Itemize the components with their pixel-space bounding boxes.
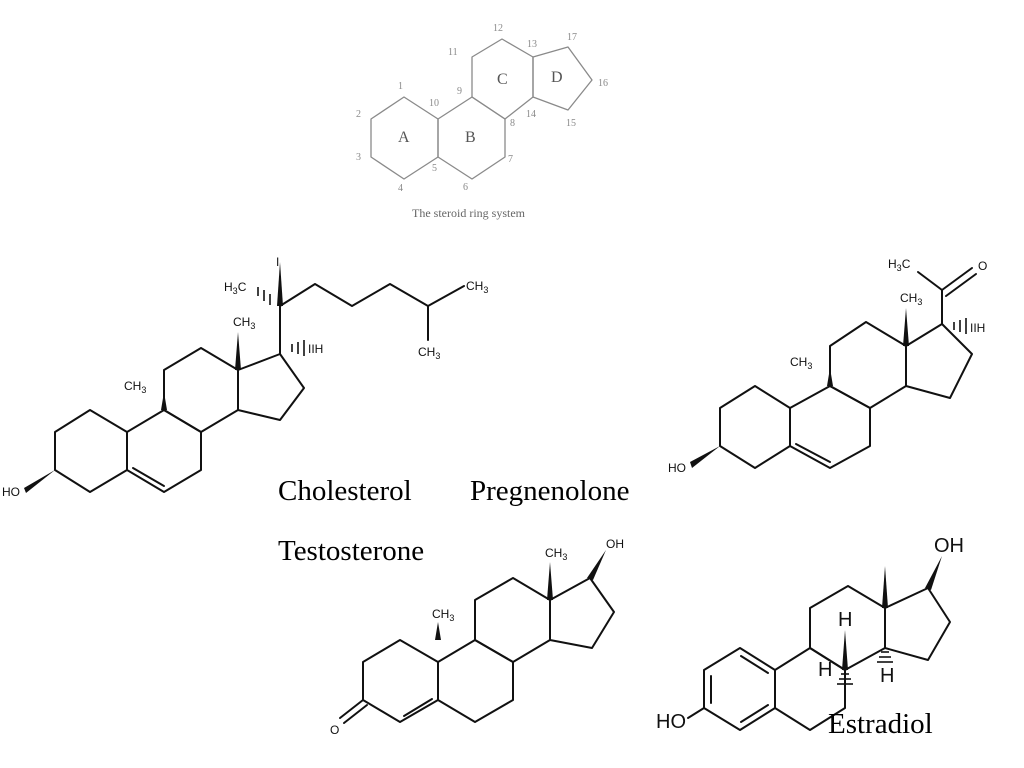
atom-number-10: 10 [429, 98, 439, 109]
pregnenolone-oxygen-label: O [978, 259, 987, 273]
pregnenolone-ring-d [905, 323, 973, 399]
testosterone-ring-a [362, 639, 439, 723]
cholesterol-c10-methyl-label: CH3 [124, 379, 146, 395]
estradiol-c9-h-label: H [818, 659, 832, 681]
testosterone-ring-c [474, 577, 551, 663]
testosterone-ketone-bond-2 [343, 704, 368, 724]
pregnenolone-name: Pregnenolone [470, 475, 629, 507]
testosterone-name: Testosterone [278, 535, 424, 567]
pregnenolone-h3c-label: H3C [888, 257, 911, 273]
atom-number-13: 13 [527, 39, 537, 50]
cholesterol-terminal-methyl-2: CH3 [418, 345, 440, 361]
testosterone-ring-b [437, 639, 514, 723]
cholesterol-c13-methyl-wedge [235, 332, 241, 370]
estradiol-aromatic-bond-3 [740, 704, 769, 723]
atom-number-5: 5 [432, 163, 437, 174]
estradiol-phenol-bond [687, 707, 705, 719]
pregnenolone-ring-a [719, 385, 791, 469]
pregnenolone-structure: HO CH3 CH3 H3C O IIH [668, 257, 987, 475]
testosterone-oxygen-label: O [330, 723, 339, 737]
cholesterol-c20-upper-label: I [276, 255, 279, 269]
estradiol-ring-d [884, 587, 951, 661]
testosterone-c10-methyl-wedge [435, 622, 441, 640]
atom-number-4: 4 [398, 183, 403, 194]
cholesterol-c17-h-label: IIH [308, 342, 323, 356]
estradiol-oh-wedge [925, 556, 942, 590]
atom-number-1: 1 [398, 81, 403, 92]
testosterone-double-bond [403, 698, 433, 717]
testosterone-oh-wedge [587, 550, 606, 580]
cholesterol-ring-d [237, 353, 305, 421]
pregnenolone-acetyl-methyl-bond [917, 271, 943, 291]
ring-label-d: D [551, 69, 563, 86]
ring-label-a: A [398, 129, 410, 146]
pregnenolone-c13-methyl-wedge [903, 308, 909, 346]
testosterone-ring-d [549, 577, 615, 649]
pregnenolone-ring-b [789, 385, 871, 469]
pregnenolone-c10-methyl-label: CH3 [790, 355, 812, 371]
cholesterol-ho-label: HO [2, 485, 20, 499]
cholesterol-side-chain [279, 283, 465, 307]
estradiol-oh-label: OH [934, 535, 964, 557]
estradiol-ring-a [703, 647, 776, 731]
pregnenolone-c17-h-label: IIH [970, 321, 985, 335]
pregnenolone-ho-wedge [690, 446, 720, 468]
pregnenolone-c10-methyl-wedge [827, 368, 833, 386]
cholesterol-c13-methyl-label: CH3 [233, 315, 255, 331]
testosterone-c10-methyl-label: CH3 [432, 607, 454, 623]
estradiol-c8-h-wedge [842, 630, 848, 670]
testosterone-oh-label: OH [606, 537, 624, 551]
estradiol-c8-h-label: H [838, 609, 852, 631]
cholesterol-structure: HO CH3 CH3 I H3C CH3 CH3 IIH [2, 255, 488, 499]
pregnenolone-carbonyl-bond-1 [941, 267, 973, 291]
testosterone-structure: O CH3 CH3 OH [330, 537, 624, 737]
pregnenolone-double-bond [795, 443, 831, 463]
ring-label-c: C [497, 71, 508, 88]
cholesterol-name: Cholesterol [278, 475, 412, 507]
estradiol-c14-h-label: H [880, 665, 894, 687]
pregnenolone-ring-c [829, 321, 907, 409]
cholesterol-c10-methyl-wedge [161, 392, 167, 410]
atom-number-6: 6 [463, 182, 468, 193]
testosterone-c13-methyl-label: CH3 [545, 546, 567, 562]
cholesterol-terminal-methyl-1: CH3 [466, 279, 488, 295]
atom-number-3: 3 [356, 152, 361, 163]
cholesterol-c20-up-wedge [277, 262, 283, 306]
testosterone-c13-methyl-wedge [547, 562, 553, 600]
atom-number-8: 8 [510, 118, 515, 129]
estradiol-name: Estradiol [828, 708, 933, 740]
steroid-ring-system: A B C D 1 2 3 4 5 6 7 8 9 10 11 12 13 14… [356, 23, 608, 220]
atom-number-2: 2 [356, 109, 361, 120]
ring-d [532, 46, 593, 111]
atom-number-7: 7 [508, 154, 513, 165]
atom-number-14: 14 [526, 109, 536, 120]
pregnenolone-carbonyl-bond-2 [945, 273, 977, 297]
cholesterol-ring-b [126, 409, 202, 493]
estradiol-structure: HO OH H H H [656, 535, 964, 733]
ring-system-caption: The steroid ring system [412, 206, 526, 220]
cholesterol-double-bond [132, 467, 165, 487]
atom-number-16: 16 [598, 78, 608, 89]
cholesterol-h3c-label: H3C [224, 280, 247, 296]
atom-number-9: 9 [457, 86, 462, 97]
pregnenolone-c13-methyl-label: CH3 [900, 291, 922, 307]
atom-number-17: 17 [567, 32, 577, 43]
cholesterol-ring-c [163, 347, 239, 433]
cholesterol-ho-wedge [24, 470, 55, 493]
estradiol-aromatic-bond-1 [740, 655, 769, 674]
pregnenolone-ho-label: HO [668, 461, 686, 475]
atom-number-11: 11 [448, 47, 458, 58]
atom-number-12: 12 [493, 23, 503, 34]
estradiol-ho-label: HO [656, 711, 686, 733]
testosterone-ketone-bond-1 [339, 699, 364, 719]
cholesterol-ring-a [54, 409, 128, 493]
estradiol-c13-methyl-wedge [882, 566, 888, 608]
atom-number-15: 15 [566, 118, 576, 129]
ring-label-b: B [465, 129, 476, 146]
